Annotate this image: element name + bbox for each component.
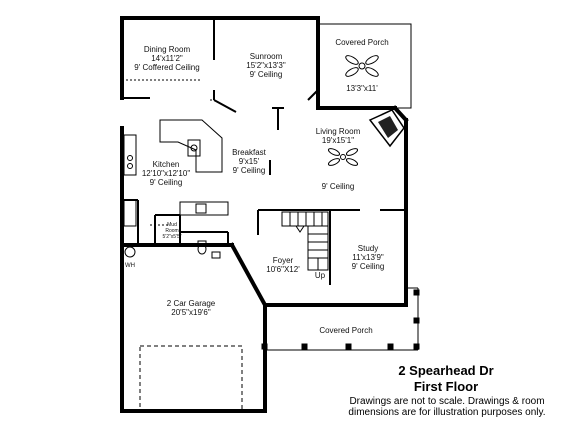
kitchen-dims: 12'10"x12'10" — [142, 169, 190, 178]
title-block: 2 Spearhead Dr First Floor Drawings are … — [348, 363, 545, 418]
living-room-dims: 19'x15'1" — [322, 136, 354, 145]
stairs — [281, 211, 329, 271]
breakfast-note: 9' Ceiling — [233, 166, 266, 175]
floor-name: First Floor — [414, 379, 478, 394]
window-marks — [120, 16, 408, 261]
covered-porch-top — [317, 23, 412, 109]
dining-room-note: 9' Coffered Ceiling — [134, 63, 199, 72]
property-address: 2 Spearhead Dr — [398, 363, 493, 378]
garage-name: 2 Car Garage — [167, 299, 216, 308]
living-room-name: Living Room — [316, 127, 361, 136]
covered-porch-top-name: Covered Porch — [335, 38, 388, 47]
kitchen-note: 9' Ceiling — [150, 178, 183, 187]
sunroom-name: Sunroom — [250, 52, 283, 61]
dining-room-name: Dining Room — [144, 45, 191, 54]
sunroom-dims: 15'2"x13'3" — [246, 61, 286, 70]
ceiling-fan-icon — [327, 148, 359, 166]
covered-porch-bottom — [261, 287, 420, 351]
covered-porch-top-dims: 13'3"x11' — [346, 84, 378, 93]
study-dims: 11'x13'9" — [352, 253, 384, 262]
kitchen-name: Kitchen — [153, 160, 180, 169]
door-marks — [122, 79, 214, 226]
powder-room-fixtures — [124, 240, 221, 259]
water-heater-label: WH — [125, 263, 135, 269]
mud-room-dims: 5'2"x5'5" — [162, 234, 181, 240]
disclaimer-line-1: Drawings are not to scale. Drawings & ro… — [349, 396, 544, 407]
foyer-name: Foyer — [273, 256, 294, 265]
garage-dims: 20'5"x19'6" — [171, 308, 211, 317]
stairs-up-label: Up — [315, 271, 326, 280]
dining-room-dims: 14'x11'2" — [151, 54, 183, 63]
living-room-note: 9' Ceiling — [322, 182, 355, 191]
garage-door — [139, 345, 243, 412]
foyer-dims: 10'6"X12' — [266, 265, 300, 274]
interior-walls — [122, 18, 406, 285]
study-note: 9' Ceiling — [352, 262, 385, 271]
study-name: Study — [358, 244, 378, 253]
ceiling-fan-icon — [345, 55, 379, 77]
kitchen-island — [159, 119, 223, 173]
covered-porch-bottom-name: Covered Porch — [319, 326, 372, 335]
room-labels: Dining Room 14'x11'2" 9' Coffered Ceilin… — [125, 38, 389, 335]
breakfast-dims: 9'x15' — [239, 157, 260, 166]
sunroom-note: 9' Ceiling — [250, 70, 283, 79]
mud-room-name: Mud — [167, 222, 177, 228]
mud-room-name-2: Room — [165, 228, 178, 234]
kitchen-counters — [123, 134, 229, 227]
fireplace-icon — [368, 109, 405, 148]
disclaimer-line-2: dimensions are for illustration purposes… — [348, 407, 545, 418]
breakfast-name: Breakfast — [232, 148, 267, 157]
